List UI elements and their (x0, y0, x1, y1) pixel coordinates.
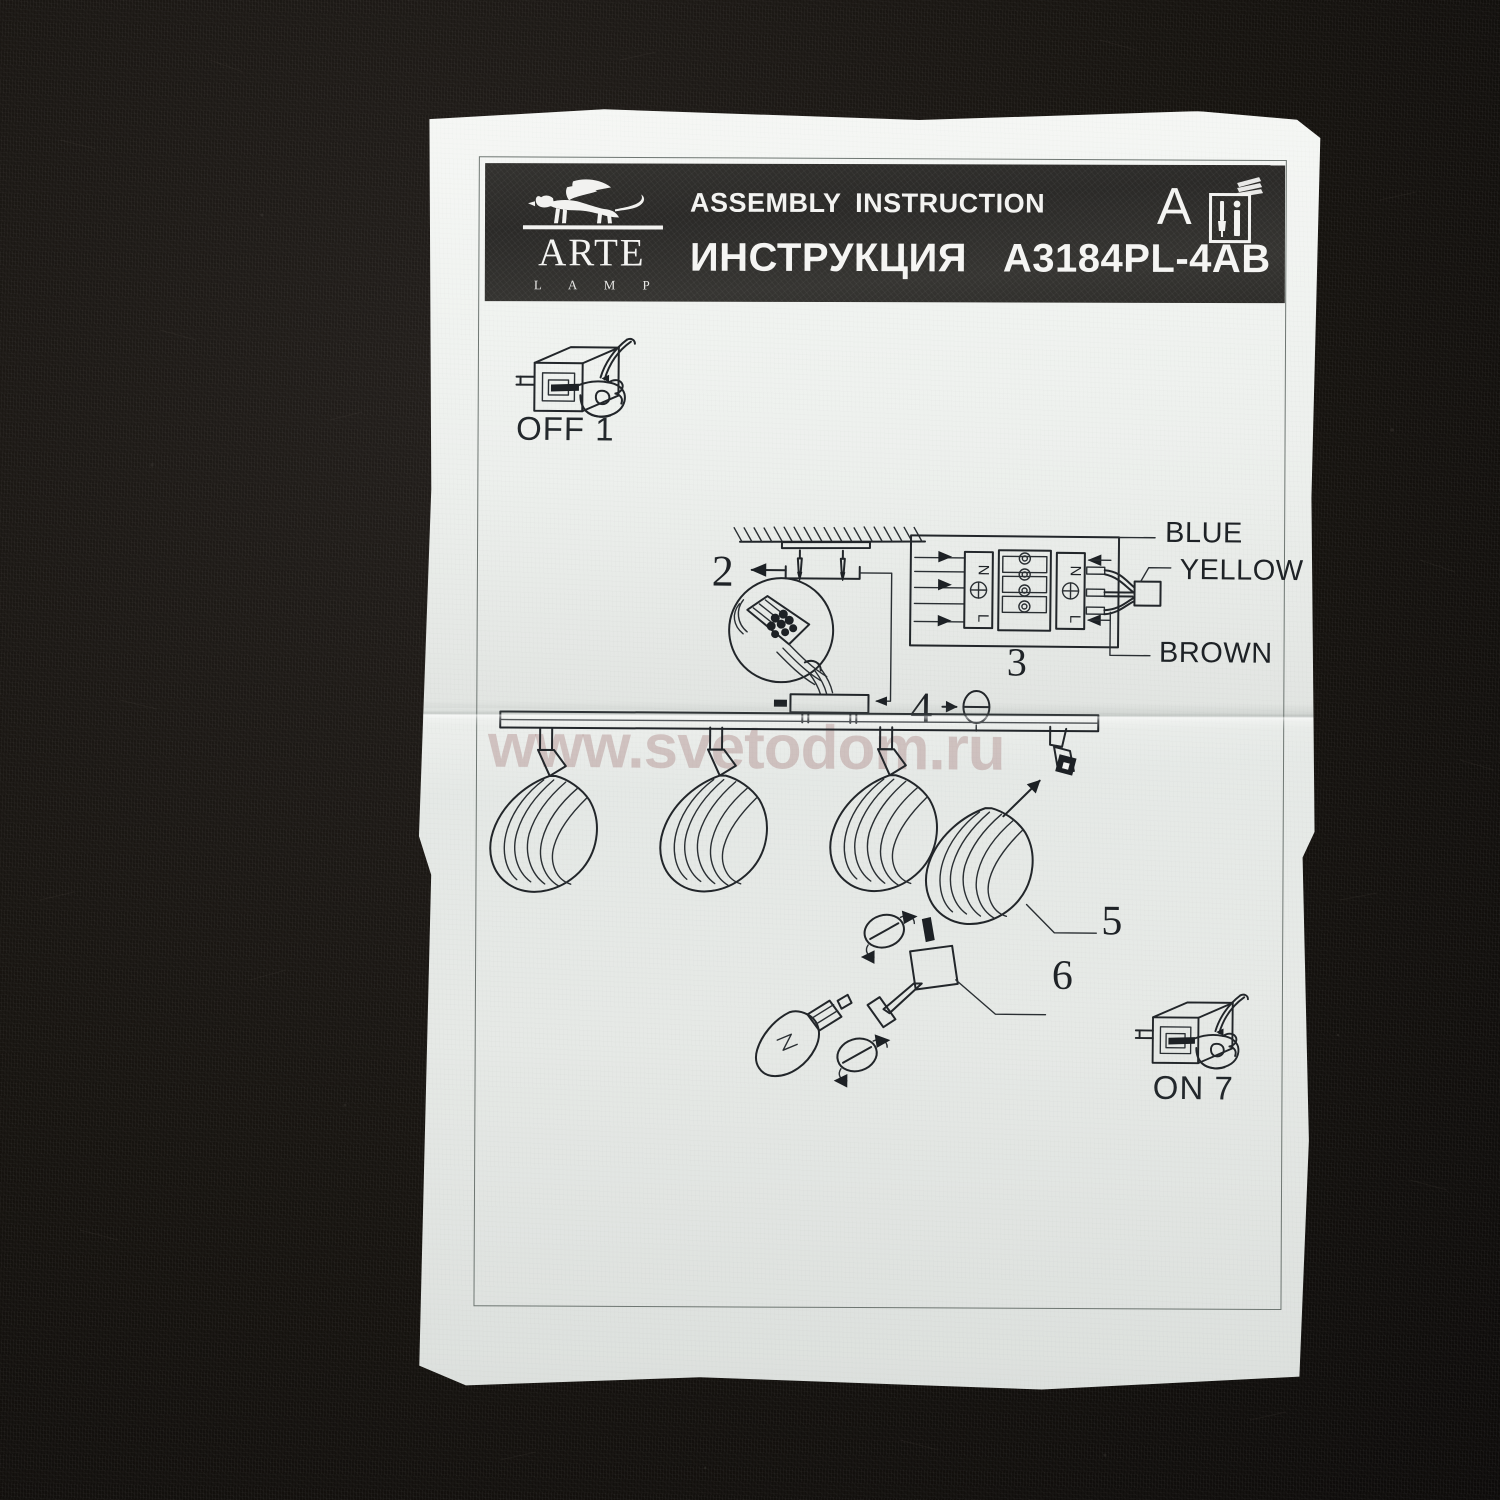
sheet-letter-badge: A (1156, 177, 1192, 236)
wire-label-yellow: YELLOW (1179, 553, 1304, 588)
header-title-ru: ИНСТРУКЦИЯ (689, 235, 968, 281)
power-switch-on-icon (1135, 991, 1336, 1083)
svg-text:N: N (975, 565, 992, 576)
step-number-6: 6 (1051, 952, 1074, 999)
instruction-paper: ARTE L A M P ASSEMBLY INSTRUCTION ИНСТРУ… (412, 104, 1324, 1398)
step-number-5: 5 (1101, 898, 1123, 945)
svg-text:N: N (1067, 565, 1084, 576)
power-switch-off-icon (516, 335, 727, 432)
header-band: ARTE L A M P ASSEMBLY INSTRUCTION ИНСТРУ… (485, 163, 1285, 303)
step-number-2: 2 (711, 546, 734, 596)
griffin-logo-icon (523, 175, 663, 237)
step-number-3: 3 (1006, 639, 1028, 685)
terminal-block-diagram: N L N L (904, 513, 1166, 675)
off-step-label: OFF 1 (515, 409, 615, 448)
svg-text:L: L (974, 614, 991, 623)
manual-info-icon (1203, 175, 1265, 247)
brand-wordmark: ARTE (538, 231, 646, 275)
wire-label-brown: BROWN (1158, 636, 1273, 670)
svg-text:L: L (1066, 615, 1083, 624)
on-step-label: ON 7 (1152, 1068, 1234, 1107)
wire-label-blue: BLUE (1164, 516, 1244, 550)
header-title-en: ASSEMBLY INSTRUCTION (690, 187, 1046, 219)
brand-logo: ARTE L A M P (507, 171, 677, 295)
brand-subtitle: L A M P (533, 277, 662, 293)
track-light-fixture-figure (485, 679, 1248, 1046)
